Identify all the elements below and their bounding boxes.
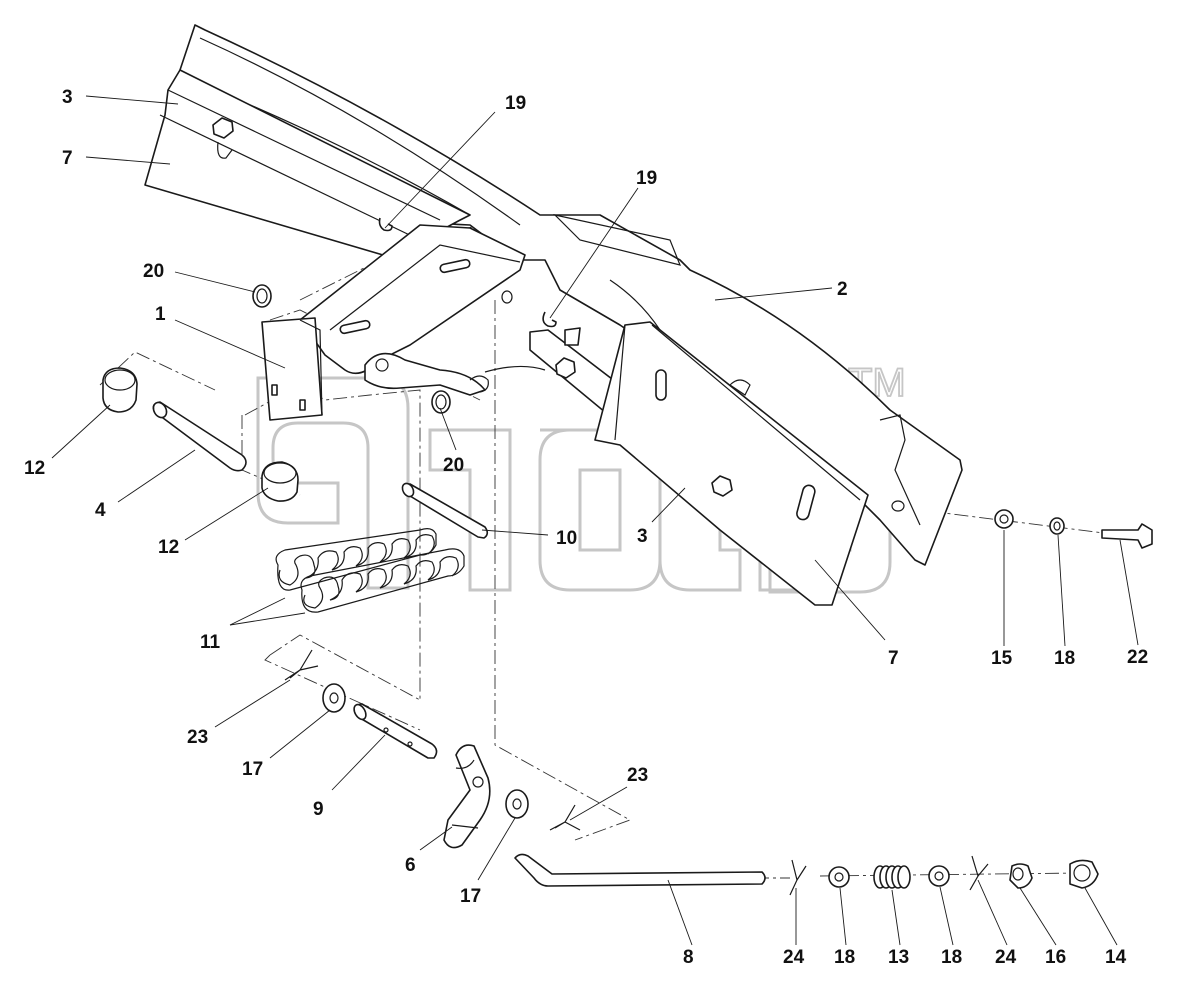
callout-9: 9 [313,799,324,820]
rod-8 [514,853,766,887]
washers-17 [322,683,529,819]
callout-19: 19 [636,168,657,189]
pin-4 [152,401,247,472]
callout-18: 18 [1054,648,1075,669]
nut-16 [1009,863,1033,889]
retaining-rings [252,217,557,414]
springs [275,528,465,613]
leader-lines [51,95,1139,946]
callout-22: 22 [1127,647,1148,668]
callout-24: 24 [783,947,805,968]
spring-13 [873,865,911,889]
clip-19-right [542,311,557,328]
callout-11: 11 [200,632,221,653]
callout-4: 4 [95,500,106,521]
callout-19: 19 [505,93,526,114]
callout-3: 3 [62,87,73,108]
side-plates-lower [529,321,869,606]
clip-19-upper [378,217,393,232]
cotter-pin-24a [789,859,807,896]
callout-12: 12 [24,458,45,479]
callout-16: 16 [1045,947,1066,968]
callout-7: 7 [888,648,899,669]
callout-2: 2 [837,279,848,300]
callout-8: 8 [683,947,694,968]
callout-6: 6 [405,855,416,876]
pin-9 [353,703,438,759]
side-plate-upper [144,69,471,261]
bolt-22 [1101,523,1153,549]
callout-20: 20 [443,455,464,476]
rod-hardware [789,855,1099,896]
pin-10 [401,482,489,539]
washer-18c [1049,517,1065,535]
callout-7: 7 [62,148,73,169]
washer-18a [828,866,850,888]
washer-15 [994,509,1014,529]
callout-17: 17 [242,759,263,780]
callout-18: 18 [834,947,855,968]
ring-20-lower [431,390,451,414]
callout-3: 3 [637,526,648,547]
callout-17: 17 [460,886,481,907]
callout-23: 23 [627,765,648,786]
link-6 [443,744,491,849]
callout-13: 13 [888,947,909,968]
callout-23: 23 [187,727,208,748]
cotter-pins-23 [284,649,581,831]
callout-1: 1 [155,304,166,325]
callout-15: 15 [991,648,1013,669]
callout-20: 20 [143,261,164,282]
washer-18b [928,865,950,887]
callout-labels: 3 7 19 19 2 20 1 12 4 12 20 10 3 11 7 15… [24,87,1148,968]
callout-18: 18 [941,947,962,968]
bracket [261,224,546,421]
callout-24: 24 [995,947,1017,968]
bushings [102,367,299,502]
right-hardware [994,509,1153,549]
callout-10: 10 [556,528,577,549]
cotter-pin-24b [969,855,989,891]
ring-20-upper [252,284,272,308]
callout-14: 14 [1105,947,1127,968]
callout-12: 12 [158,537,179,558]
